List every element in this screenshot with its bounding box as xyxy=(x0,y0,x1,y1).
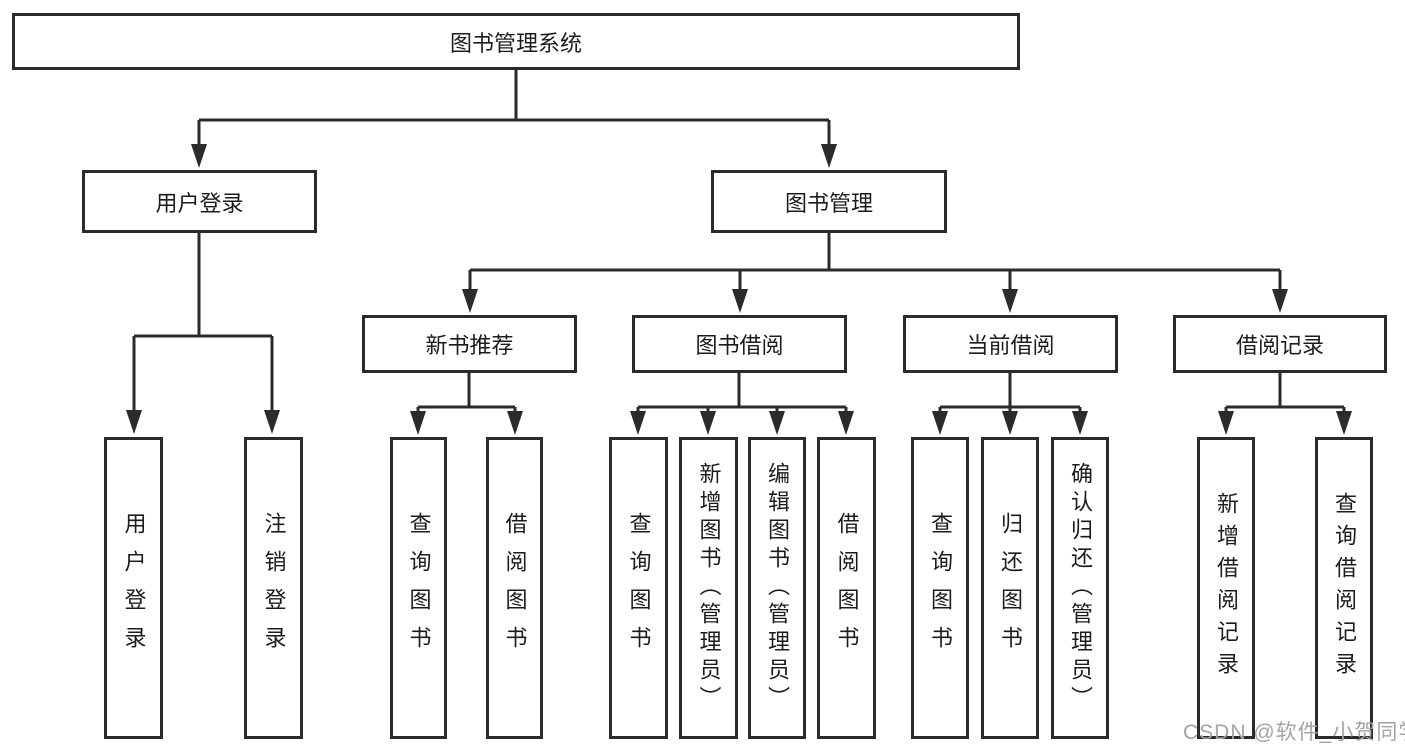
leaf-query-borrow-record: 查询借阅记录 xyxy=(1315,437,1373,739)
leaf-borrow-books-recommend: 借阅图书 xyxy=(486,437,543,739)
leaf-user-login: 用户登录 xyxy=(104,437,163,739)
leaf-query-books-current: 查询图书 xyxy=(911,437,969,739)
node-user-login-branch: 用户登录 xyxy=(82,170,317,233)
leaf-add-books-admin: 新增图书（管理员） xyxy=(679,437,738,739)
leaf-query-books-recommend: 查询图书 xyxy=(390,437,447,739)
node-new-book-recommend: 新书推荐 xyxy=(362,315,577,373)
leaf-borrow-books: 借阅图书 xyxy=(817,437,876,739)
node-current-borrowing: 当前借阅 xyxy=(903,315,1118,373)
leaf-add-borrow-record: 新增借阅记录 xyxy=(1197,437,1255,739)
node-book-management-branch: 图书管理 xyxy=(711,170,947,233)
leaf-return-books: 归还图书 xyxy=(981,437,1039,739)
node-borrowing-records: 借阅记录 xyxy=(1173,315,1387,373)
node-book-borrowing: 图书借阅 xyxy=(632,315,847,373)
leaf-confirm-return-admin: 确认归还（管理员） xyxy=(1051,437,1109,739)
node-root-system: 图书管理系统 xyxy=(12,13,1020,70)
leaf-edit-books-admin: 编辑图书（管理员） xyxy=(748,437,806,739)
leaf-query-books-borrowing: 查询图书 xyxy=(609,437,668,739)
leaf-logout: 注销登录 xyxy=(244,437,303,739)
csdn-watermark: CSDN @软件_小贺同学 xyxy=(1183,721,1405,744)
